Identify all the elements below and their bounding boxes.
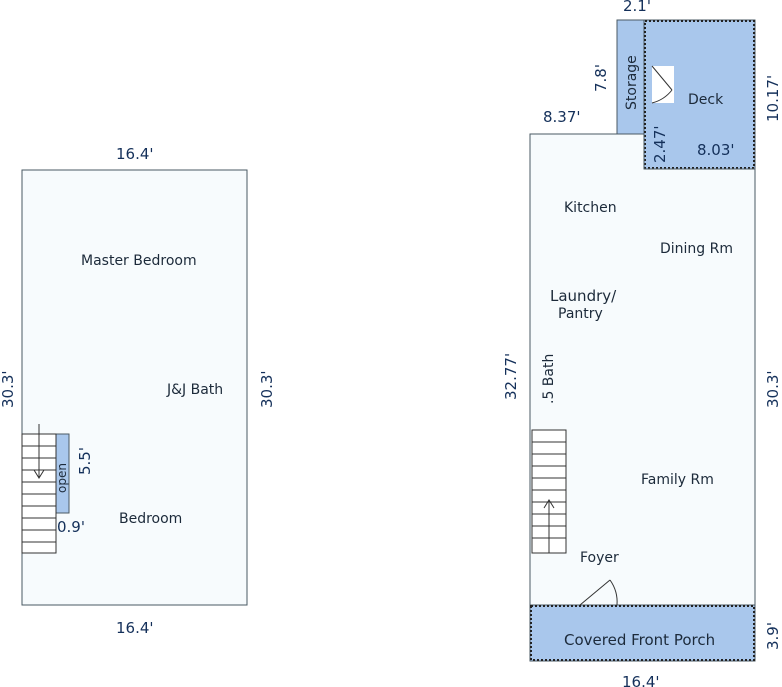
storage-width-dim: 2.1' [623,0,651,15]
main-right-dim: 30.3' [764,370,782,408]
upper-bottom-dim: 16.4' [116,619,154,637]
main-top-dim: 8.37' [543,108,581,126]
room-label-deck: Deck [688,92,724,108]
room-label-master-bedroom: Master Bedroom [81,253,197,269]
room-label-family-rm: Family Rm [641,472,714,488]
deck-door-swing [651,65,673,104]
room-label-kitchen: Kitchen [564,200,617,216]
upper-left-dim: 30.3' [0,370,17,408]
deck-offset-dim: 2.47' [651,125,669,163]
room-label-jj-bath: J&J Bath [166,382,223,398]
main-floor: 8.37' 2.1' 7.8' 10.17' 8.03' 2.47' 32.77… [502,0,782,687]
upper-stairs [21,424,57,554]
room-label-foyer: Foyer [580,550,619,566]
open-length-dim: 5.5' [76,447,94,475]
main-left-dim: 32.77' [502,353,520,400]
room-label-bedroom: Bedroom [119,511,182,527]
upper-right-dim: 30.3' [258,370,276,408]
upper-top-dim: 16.4' [116,145,154,163]
front-door-swing [579,579,618,606]
room-label-covered-front-porch: Covered Front Porch [564,631,715,649]
deck-door-opening [652,66,674,103]
porch-dashed-outline [530,605,755,661]
stair-width-dim: 0.9' [57,518,85,536]
room-label-storage: Storage [624,55,640,110]
storage-height-dim: 7.8' [592,64,610,92]
upper-floor: 16.4' 16.4' 30.3' 30.3' 5.5' 0.9' Master… [0,145,276,637]
deck-width-dim: 8.03' [697,141,735,159]
storage-area [616,19,645,135]
room-label-dining-rm: Dining Rm [660,241,733,257]
room-label-open: open [55,463,69,493]
room-label-half-bath: .5 Bath [541,354,557,404]
main-stairs [531,429,567,554]
deck-height-dim: 10.17' [764,75,782,122]
porch-depth-dim: 3.9' [764,622,782,650]
main-bottom-dim: 16.4' [622,673,660,687]
room-label-pantry: Pantry [558,306,603,322]
upper-floor-outline [21,169,248,606]
room-label-laundry: Laundry/ [550,287,617,305]
